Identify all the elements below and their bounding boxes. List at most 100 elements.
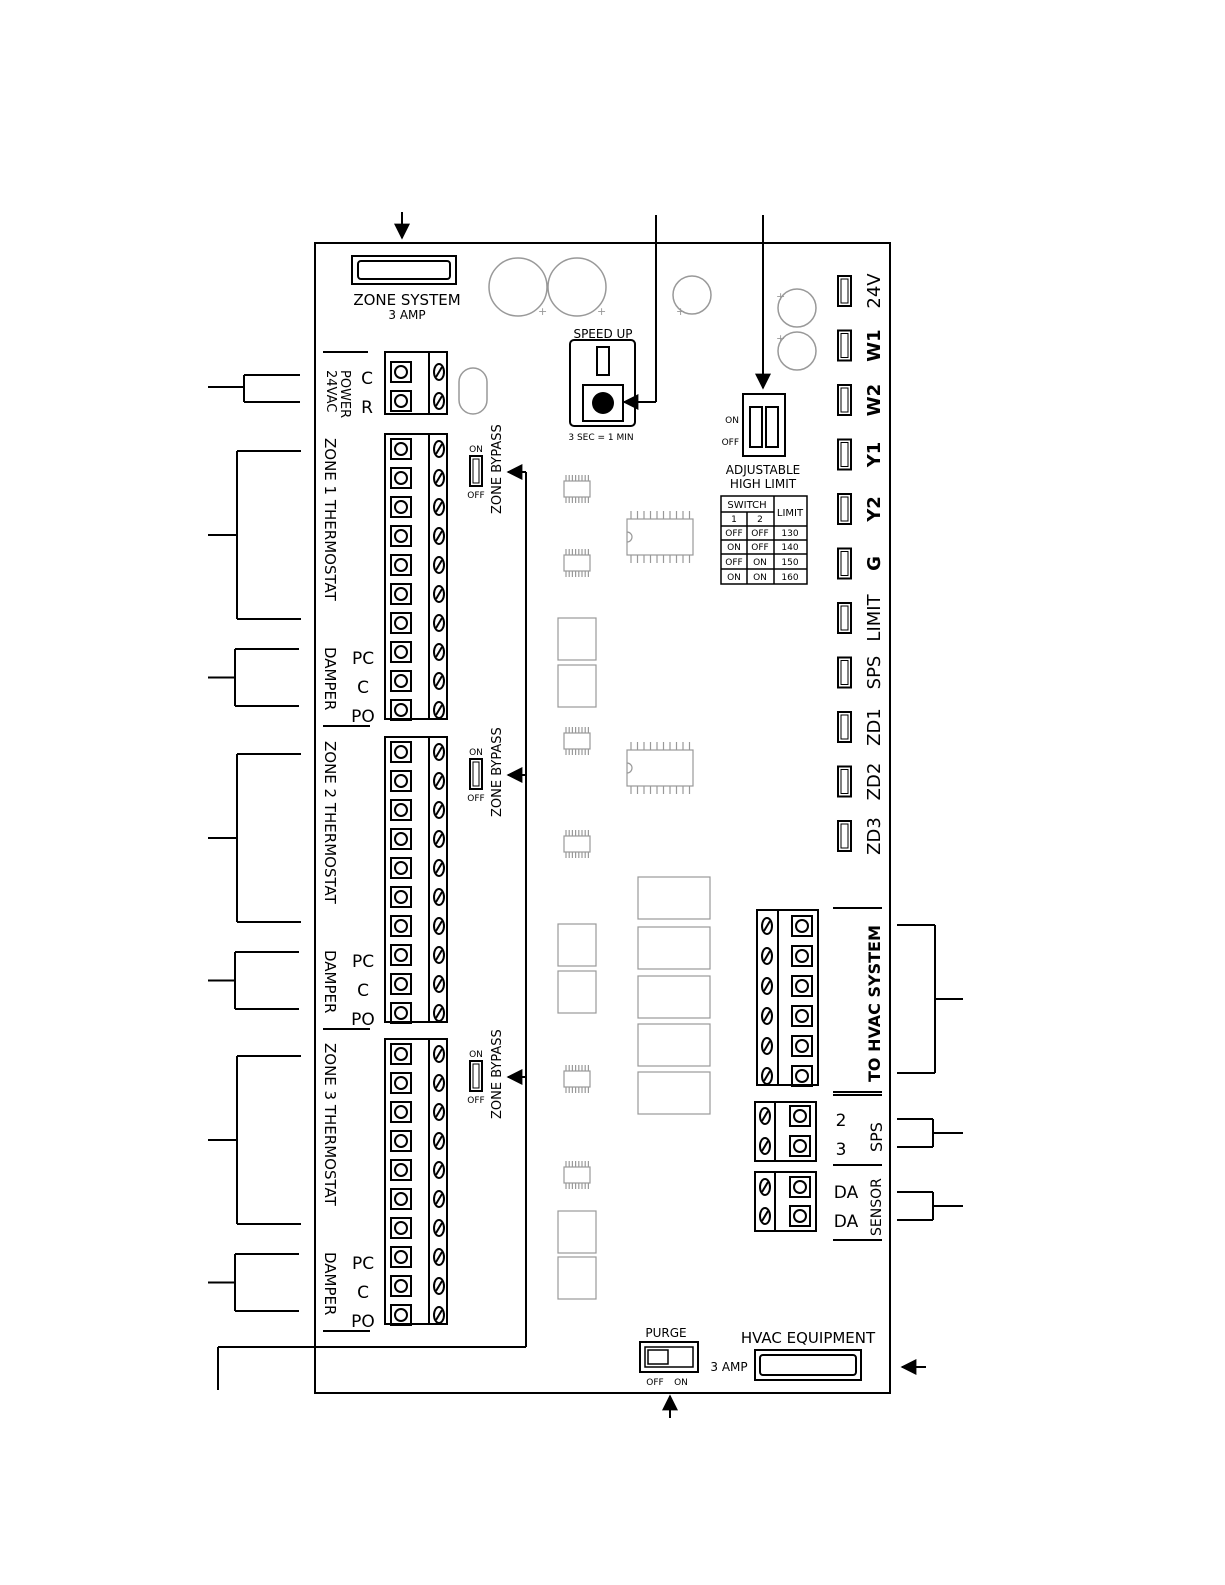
high-limit-dip-switch[interactable]: ON OFF ADJUSTABLE HIGH LIMIT — [722, 215, 801, 491]
table-cell: ON — [727, 543, 741, 553]
zone-system-fuse-label: ZONE SYSTEM — [353, 291, 460, 309]
wire-slot — [433, 830, 445, 848]
led-label: ZD1 — [864, 708, 885, 746]
wire-slot — [433, 917, 445, 935]
wire-bracket — [208, 1253, 299, 1312]
wire-slot — [761, 1037, 773, 1055]
sps-terminal-block: 2 3 SPS — [754, 1094, 886, 1162]
sps-bracket — [897, 1118, 963, 1148]
capacitors — [458, 257, 817, 415]
power-label-2: POWER — [337, 370, 352, 418]
zone-3-thermostat-label: ZONE 3 THERMOSTAT — [321, 1043, 339, 1207]
svg-text:+: + — [597, 305, 606, 318]
sps-terminal-2: 2 — [836, 1111, 847, 1131]
ic-chip — [626, 511, 694, 563]
screw-terminal — [390, 699, 412, 721]
wire-bracket — [208, 1055, 301, 1225]
small-chip — [563, 549, 591, 577]
hvac-fuse-rating: 3 AMP — [710, 1360, 747, 1374]
screw-terminal — [791, 1065, 813, 1087]
small-chip — [563, 1065, 591, 1093]
wire-slot — [433, 801, 445, 819]
led-label: G — [864, 556, 885, 571]
zone-3-damper-terminal: PO — [351, 1312, 375, 1332]
screw-terminal — [390, 390, 412, 412]
screw-terminal — [390, 1304, 412, 1326]
zone-3-damper-terminal: C — [357, 1283, 369, 1303]
table-limit-header: LIMIT — [777, 508, 804, 519]
zone-2-damper-label: DAMPER — [321, 950, 339, 1013]
hvac-terminal-block: TO HVAC SYSTEM — [756, 907, 884, 1093]
small-chip — [563, 475, 591, 503]
led-zd1: ZD1 — [837, 708, 885, 746]
zone-1-damper-label: DAMPER — [321, 647, 339, 710]
sensor-terminal-da-2: DA — [834, 1212, 859, 1232]
svg-text:+: + — [776, 290, 785, 303]
zone-system-fuse-rating: 3 AMP — [388, 308, 425, 322]
dip-on-label: ON — [725, 416, 739, 426]
wire-slot — [433, 1004, 445, 1022]
table-cell: 150 — [781, 558, 798, 568]
table-switch-header: SWITCH — [727, 500, 766, 511]
wire-slot — [433, 1103, 445, 1121]
table-cell: 130 — [781, 529, 798, 539]
wire-bracket — [208, 450, 301, 620]
table-cell: ON — [727, 573, 741, 583]
bypass-common-line — [217, 472, 527, 1390]
zone-2-damper-terminal: PO — [351, 1010, 375, 1030]
screw-terminal — [390, 1072, 412, 1094]
wire-bracket — [208, 951, 299, 1010]
hvac-bracket — [897, 924, 963, 1074]
wire-slot — [433, 772, 445, 790]
screw-terminal — [390, 1275, 412, 1297]
wire-slot — [433, 1277, 445, 1295]
wire-slot — [761, 1067, 773, 1085]
screw-terminal — [390, 886, 412, 908]
wire-slot — [433, 585, 445, 603]
table-sub-1: 1 — [731, 515, 737, 525]
ic-components — [557, 475, 711, 1300]
relay-component — [637, 876, 711, 920]
speed-up-note: 3 SEC = 1 MIN — [568, 433, 633, 443]
screw-terminal — [791, 975, 813, 997]
zone-2-thermostat-label: ZONE 2 THERMOSTAT — [321, 741, 339, 905]
wire-slot — [761, 917, 773, 935]
hvac-fuse-label: HVAC EQUIPMENT — [741, 1329, 876, 1347]
bypass-off-label: OFF — [467, 794, 484, 804]
wire-slot — [759, 1137, 771, 1155]
screw-terminal — [390, 641, 412, 663]
table-cell: 140 — [781, 543, 798, 553]
led-zd3: ZD3 — [837, 817, 885, 855]
hvac-equipment-fuse: HVAC EQUIPMENT 3 AMP — [710, 1329, 926, 1381]
purge-on-label: ON — [674, 1378, 688, 1388]
relay-component — [557, 664, 597, 708]
wire-slot — [433, 888, 445, 906]
hvac-label: TO HVAC SYSTEM — [865, 925, 884, 1082]
wire-bracket — [208, 648, 299, 707]
relay-component — [637, 975, 711, 1019]
dip-off-label: OFF — [722, 438, 739, 448]
screw-terminal — [390, 1002, 412, 1024]
sensor-terminal-block: DA DA SENSOR — [754, 1164, 885, 1241]
zone-1-damper-terminal: PC — [352, 649, 374, 669]
relay-component — [557, 923, 597, 967]
zone-bypass-label: ZONE BYPASS — [490, 1029, 505, 1119]
wire-slot — [433, 975, 445, 993]
relay-component — [557, 1210, 597, 1254]
small-chip — [563, 830, 591, 858]
led-y1: Y1 — [837, 438, 885, 471]
svg-text:+: + — [538, 305, 547, 318]
purge-off-label: OFF — [646, 1378, 663, 1388]
purge-switch[interactable]: PURGE OFF ON — [639, 1326, 699, 1418]
speed-up-button[interactable]: SPEED UP 3 SEC = 1 MIN — [568, 215, 657, 443]
small-chip — [563, 1161, 591, 1189]
bypass-on-label: ON — [469, 1050, 483, 1060]
table-cell: ON — [753, 573, 767, 583]
wire-slot — [433, 1219, 445, 1237]
sps-label: SPS — [867, 1122, 886, 1152]
